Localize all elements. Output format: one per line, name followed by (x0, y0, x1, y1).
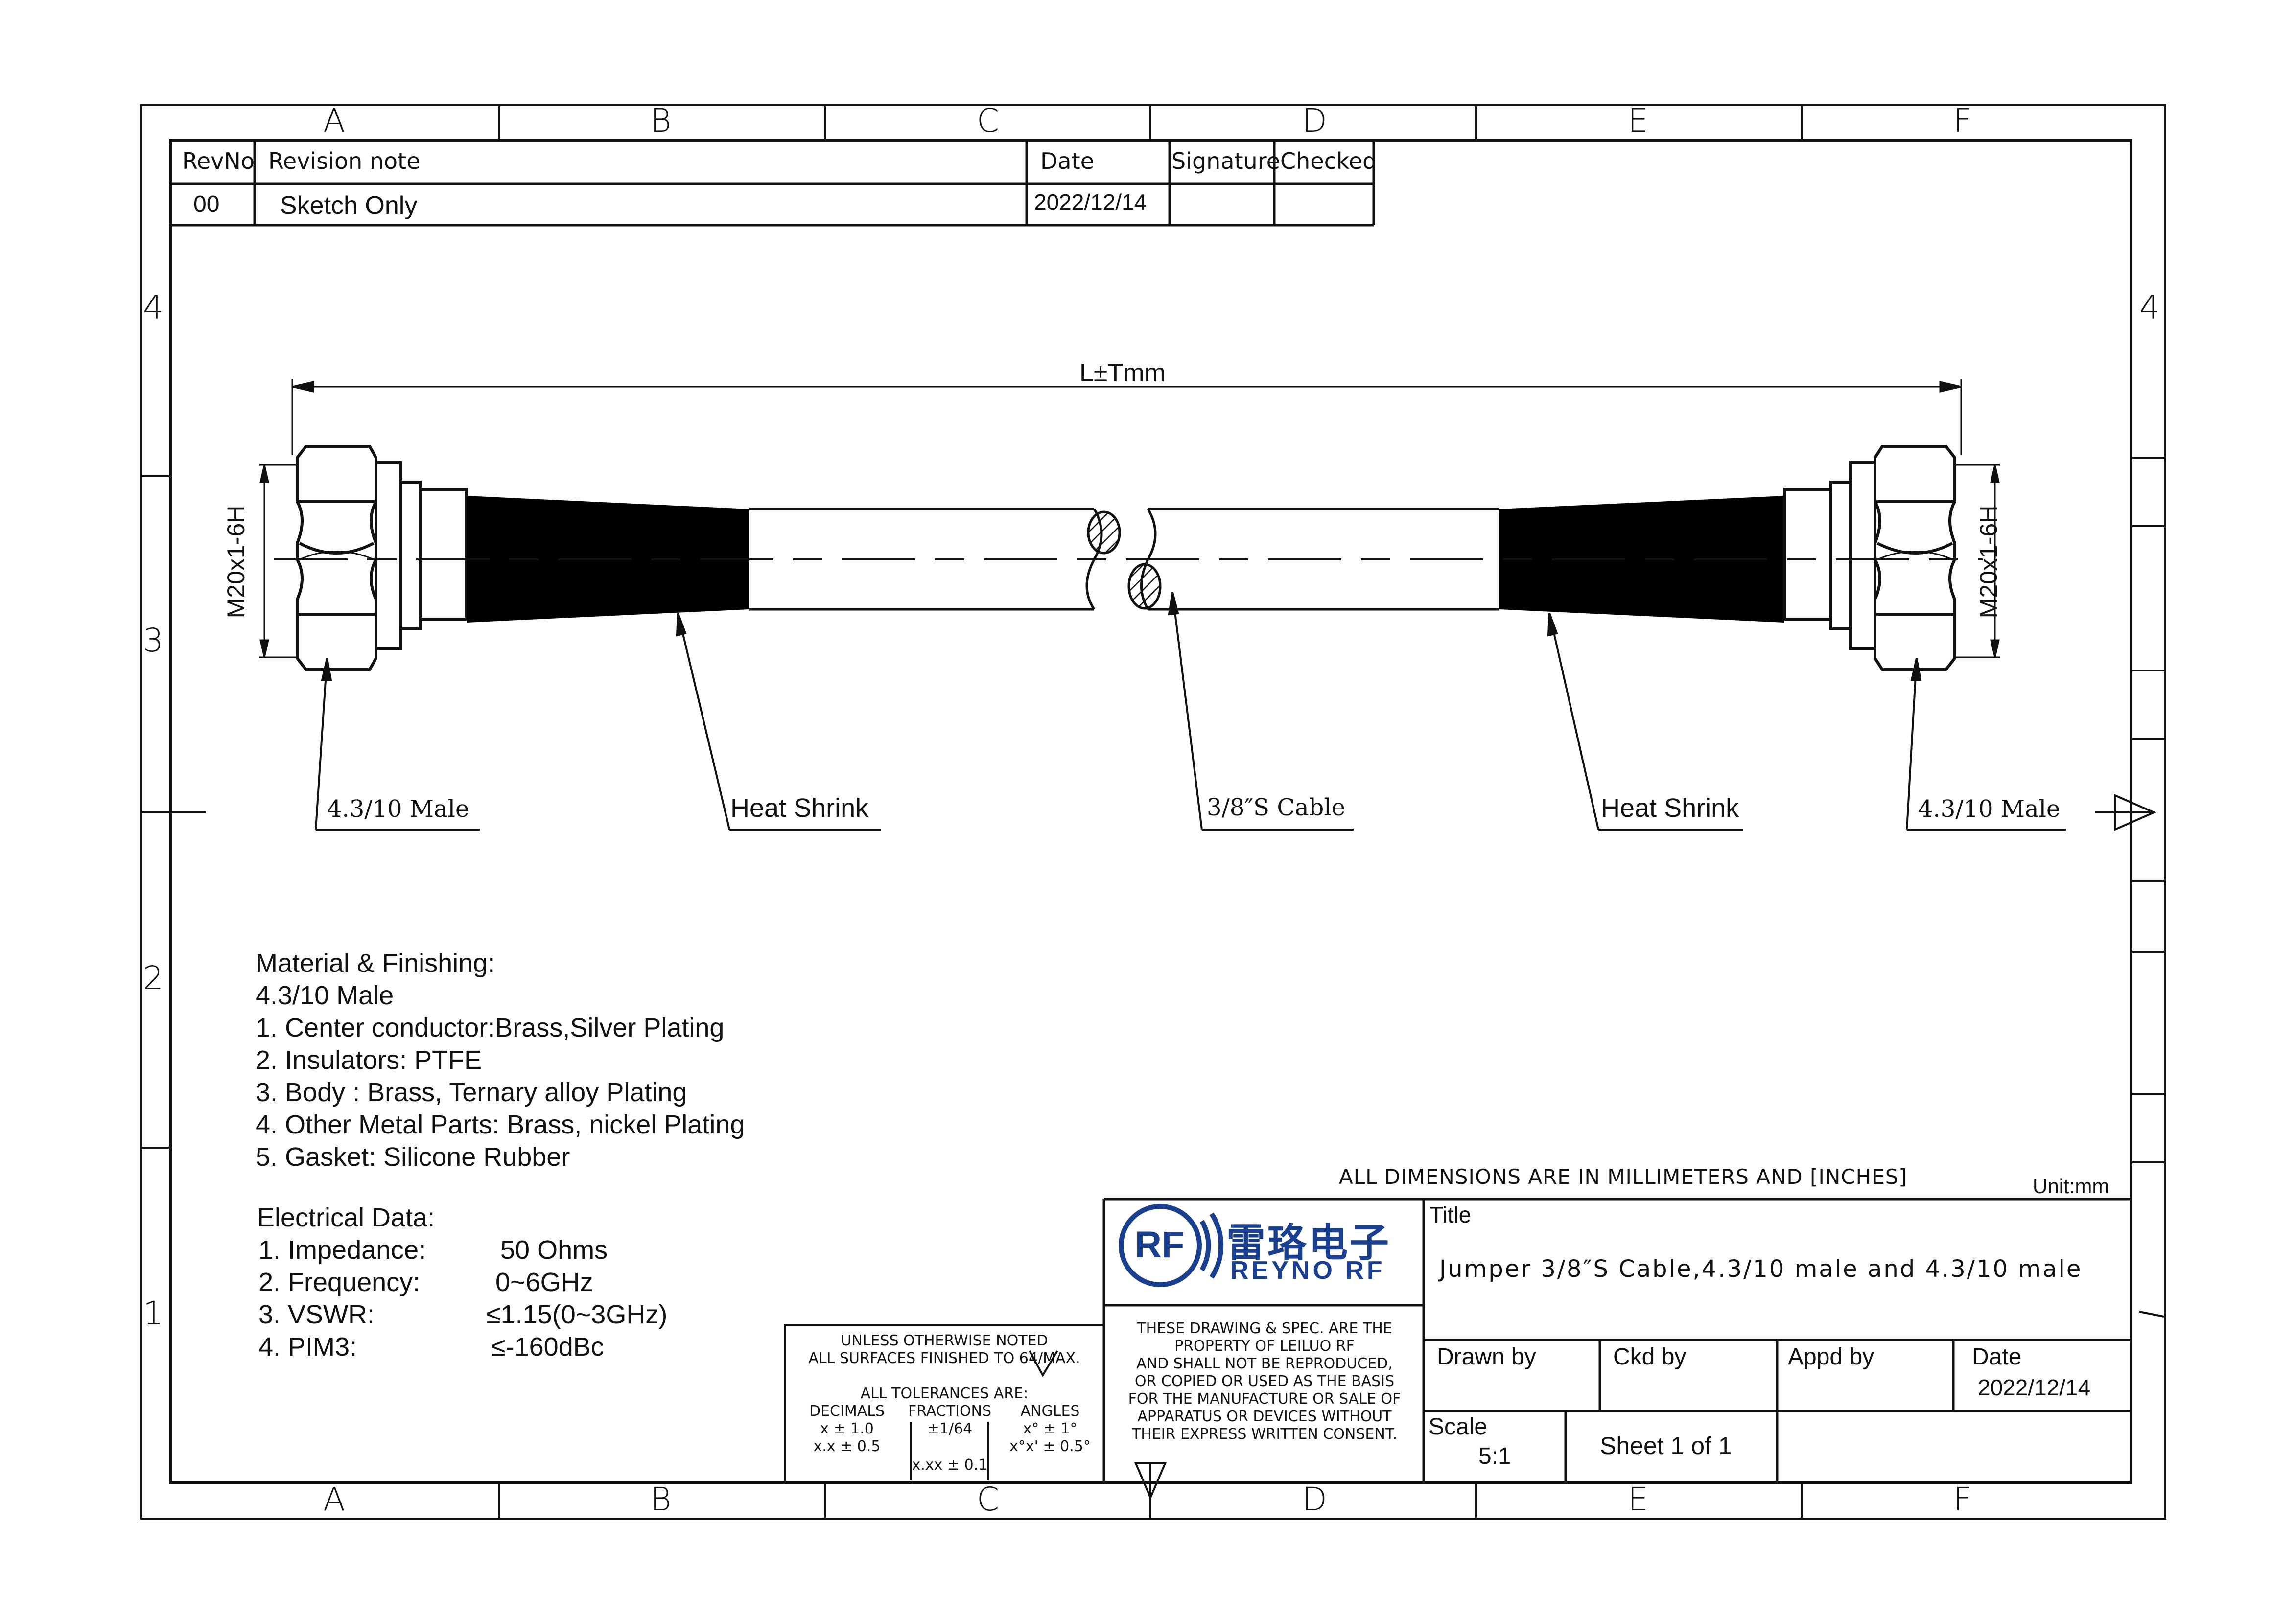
drawn-by-label: Drawn by (1437, 1344, 1536, 1370)
tolerance-line-1: UNLESS OTHERWISE NOTED (841, 1332, 1048, 1349)
logo-english: REYNO RF (1230, 1256, 1385, 1285)
electrical-label-0: 1. Impedance: (258, 1235, 426, 1265)
rev-header-checked: Checked (1280, 148, 1377, 174)
title-label: Title (1429, 1202, 1472, 1227)
zone-col-bottom-e: E (1628, 1480, 1648, 1518)
centering-mark-bottom (1134, 1462, 1167, 1501)
logo-mark (1119, 1204, 1224, 1287)
callout-cable: 3/8″S Cable (1207, 794, 1346, 821)
disclaimer-line-6: THEIR EXPRESS WRITTEN CONSENT. (1131, 1426, 1398, 1443)
electrical-title: Electrical Data: (257, 1203, 435, 1232)
scale-value: 5:1 (1478, 1443, 1511, 1469)
zone-row-left-2: 2 (143, 959, 164, 997)
left-connector (296, 445, 468, 671)
rev-header-date: Date (1040, 148, 1094, 174)
right-connector (1783, 445, 1956, 671)
logo-chinese: 雷珞电子 (1226, 1221, 1391, 1265)
zone-col-bottom-a: A (323, 1480, 346, 1518)
material-line-1: 1. Center conductor:Brass,Silver Plating (256, 1013, 725, 1042)
logo-mark-letters: RF (1135, 1224, 1185, 1266)
appd-by-label: Appd by (1788, 1344, 1874, 1370)
material-line-3: 3. Body : Brass, Ternary alloy Plating (256, 1078, 687, 1107)
rev-row-date: 2022/12/14 (1034, 189, 1147, 215)
tolerance-line-2: ALL SURFACES FINISHED TO 64/MAX. (808, 1350, 1080, 1367)
zone-row-left-3: 3 (143, 622, 164, 659)
length-dimension-label: L±Tmm (1079, 359, 1166, 387)
thread-label-right: M20x1-6H (1975, 505, 2002, 619)
date-value: 2022/12/14 (1978, 1375, 2091, 1400)
rev-header-revno: RevNo (182, 148, 255, 174)
electrical-value-0: 50 Ohms (500, 1235, 608, 1265)
electrical-label-3: 4. PIM3: (258, 1332, 357, 1362)
tolerance-angles-title: ANGLES (1020, 1403, 1080, 1420)
zone-col-top-a: A (323, 102, 346, 139)
rev-row-revno: 00 (193, 191, 220, 217)
rev-row-note: Sketch Only (280, 191, 418, 220)
zone-col-top-e: E (1628, 102, 1648, 139)
revision-table-grid (170, 140, 1375, 227)
tolerance-decimals-title: DECIMALS (809, 1403, 885, 1420)
zone-col-bottom-d: D (1302, 1480, 1327, 1518)
callout-left-heat-shrink: Heat Shrink (730, 793, 869, 823)
callout-right-heat-shrink: Heat Shrink (1601, 793, 1739, 823)
disclaimer-line-0: THESE DRAWING & SPEC. ARE THE (1137, 1320, 1392, 1337)
tolerance-decimal-1: x.x ± 0.5 (813, 1438, 881, 1455)
leader-lines (315, 592, 2066, 831)
material-line-2: 2. Insulators: PTFE (256, 1045, 482, 1075)
tolerance-fractions-title: FRACTIONS (908, 1403, 992, 1420)
disclaimer-line-3: OR COPIED OR USED AS THE BASIS (1134, 1373, 1395, 1390)
sheet-label: Sheet 1 of 1 (1600, 1432, 1732, 1459)
tolerance-fraction-0: ±1/64 (927, 1420, 973, 1437)
tolerance-line-3: ALL TOLERANCES ARE: (860, 1385, 1029, 1402)
ckd-by-label: Ckd by (1613, 1344, 1687, 1370)
unit-label: Unit:mm (2033, 1175, 2109, 1198)
date-label: Date (1972, 1344, 2022, 1370)
scale-label: Scale (1429, 1414, 1488, 1440)
length-dimension (291, 379, 1962, 455)
right-heat-shrink (1499, 496, 1784, 623)
zone-col-bottom-f: F (1953, 1480, 1972, 1518)
zone-col-top-b: B (650, 102, 672, 139)
material-line-0: 4.3/10 Male (256, 981, 394, 1010)
tolerance-fraction-1: x.xx ± 0.1 (912, 1456, 988, 1474)
thread-label-left: M20x1-6H (222, 505, 250, 619)
zone-col-top-d: D (1302, 102, 1327, 139)
centering-mark-right (2095, 793, 2156, 832)
zone-dividers (141, 105, 2165, 1519)
zone-col-bottom-b: B (650, 1480, 672, 1518)
title-value: Jumper 3/8″S Cable,4.3/10 male and 4.3/1… (1439, 1255, 2083, 1283)
cable-break-hatch-top (1087, 510, 1121, 555)
rev-header-note: Revision note (268, 148, 421, 174)
disclaimer-line-5: APPARATUS OR DEVICES WITHOUT (1137, 1408, 1392, 1425)
disclaimer-line-2: AND SHALL NOT BE REPRODUCED, (1136, 1355, 1393, 1372)
thread-dim-left (259, 464, 299, 658)
electrical-value-1: 0~6GHz (495, 1268, 593, 1297)
electrical-label-2: 3. VSWR: (258, 1300, 375, 1329)
callout-right-connector: 4.3/10 Male (1918, 795, 2061, 823)
rev-header-signature: Signature (1171, 148, 1280, 174)
zone-col-bottom-c: C (977, 1480, 1000, 1518)
zone-row-left-4: 4 (143, 289, 164, 326)
dimensions-note: ALL DIMENSIONS ARE IN MILLIMETERS AND [I… (1339, 1165, 1907, 1189)
centering-mark-right-small (2139, 1311, 2164, 1318)
title-block-grid (1102, 1198, 2131, 1482)
electrical-value-2: ≤1.15(0~3GHz) (486, 1300, 668, 1329)
material-line-5: 5. Gasket: Silicone Rubber (256, 1142, 570, 1172)
material-line-4: 4. Other Metal Parts: Brass, nickel Plat… (256, 1110, 745, 1139)
tolerance-angle-0: x° ± 1° (1023, 1420, 1078, 1437)
tolerance-decimal-0: x ± 1.0 (820, 1420, 874, 1437)
electrical-value-3: ≤-160dBc (491, 1332, 604, 1362)
zone-row-left-1: 1 (143, 1294, 164, 1332)
electrical-label-1: 2. Frequency: (258, 1268, 421, 1297)
disclaimer-line-4: FOR THE MANUFACTURE OR SALE OF (1128, 1390, 1401, 1408)
zone-row-right-4: 4 (2139, 289, 2160, 326)
material-title: Material & Finishing: (256, 948, 495, 978)
callout-left-connector: 4.3/10 Male (327, 795, 469, 823)
tolerance-angle-1: x°x' ± 0.5° (1009, 1438, 1091, 1455)
zone-col-top-f: F (1953, 102, 1972, 139)
disclaimer-line-1: PROPERTY OF LEILUO RF (1174, 1338, 1355, 1355)
zone-col-top-c: C (977, 102, 1000, 139)
thread-dim-right (1953, 464, 2000, 658)
